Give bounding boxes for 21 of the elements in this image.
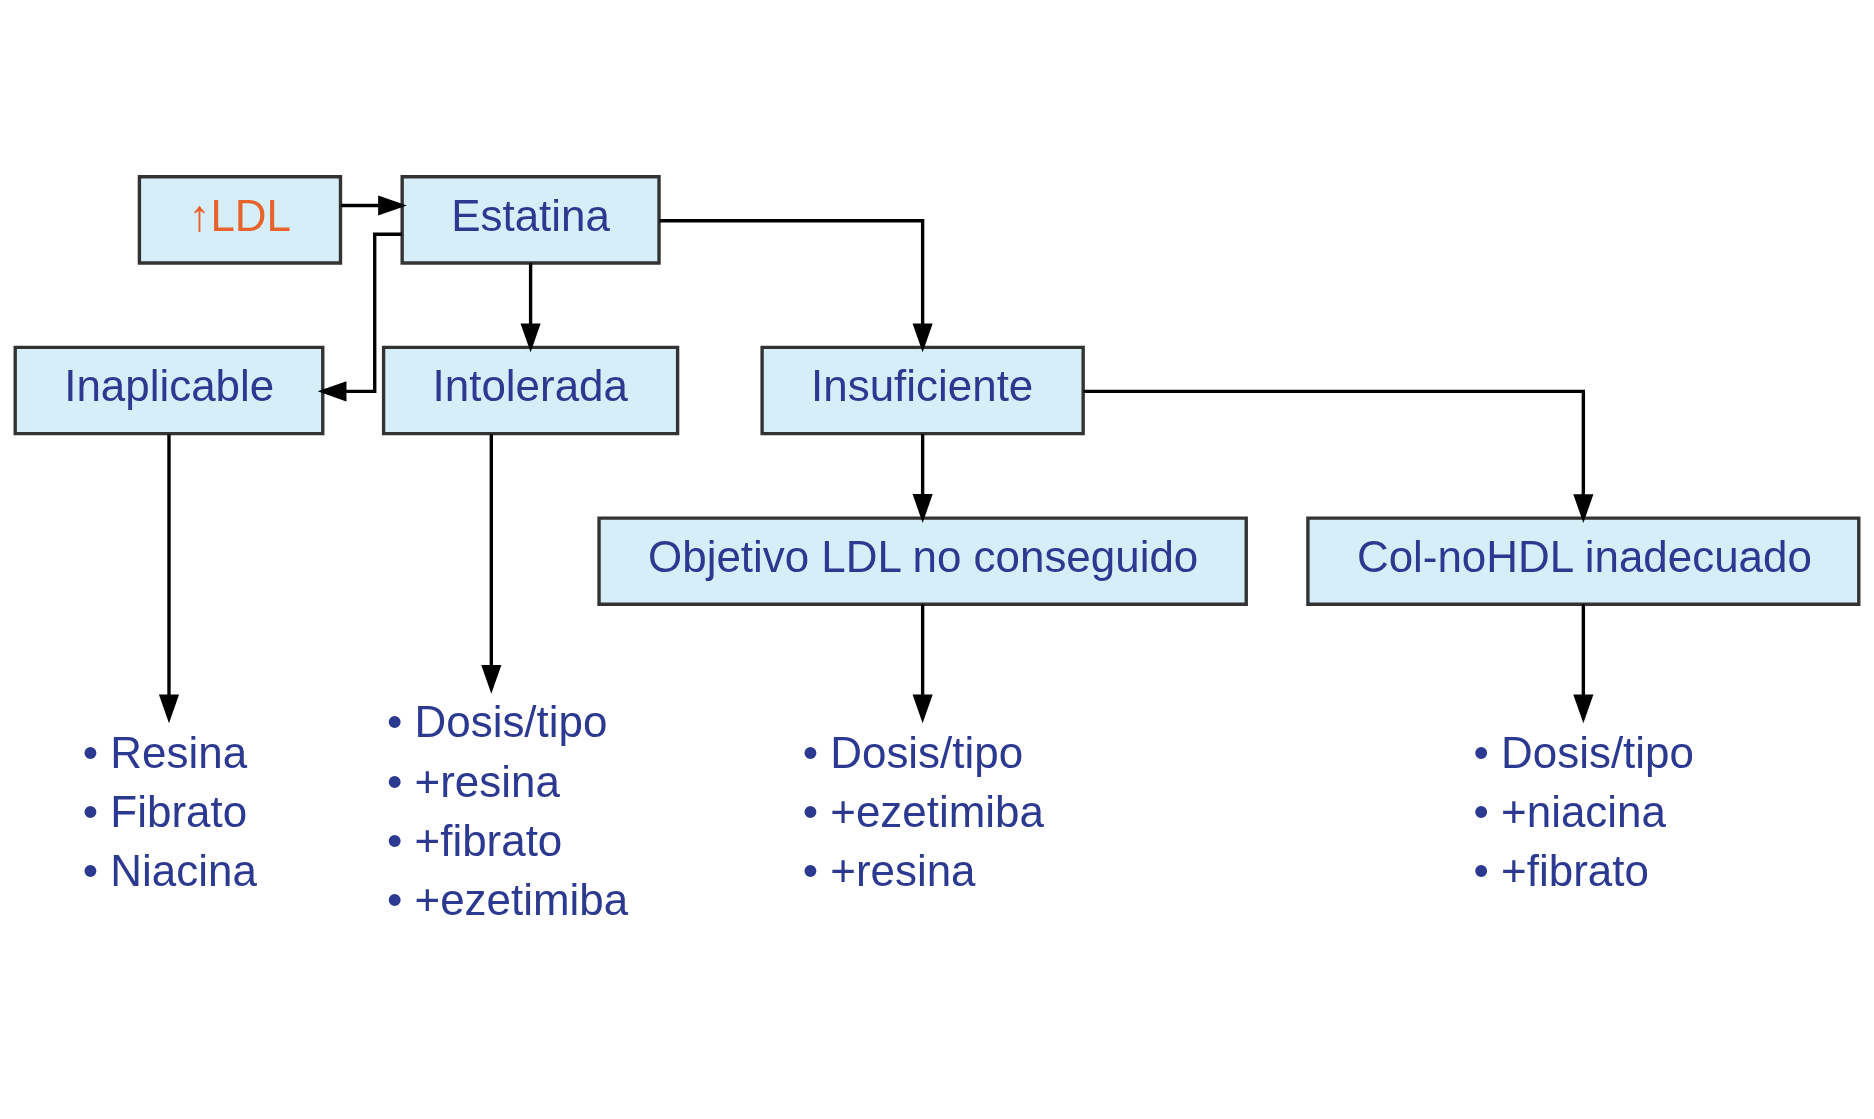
node-box: Insuficiente: [760, 345, 1085, 436]
arrow: [659, 219, 933, 353]
arrow: [1083, 389, 1594, 523]
arrow: [340, 195, 407, 216]
node-box: Inaplicable: [13, 345, 325, 436]
node-box: ↑LDL: [137, 175, 343, 265]
arrow: [481, 434, 502, 694]
node-box: Estatina: [400, 175, 661, 265]
arrow: [158, 434, 180, 724]
node-text: • Dosis/tipo • +ezetimiba • +resina: [802, 727, 1044, 896]
arrow: [317, 232, 402, 402]
arrow: [912, 604, 933, 724]
arrow: [1573, 604, 1594, 724]
arrow: [520, 263, 541, 353]
arrow: [912, 434, 933, 523]
node-text: • Resina • Fibrato • Niacina: [82, 727, 257, 896]
node-box: Intolerada: [381, 345, 680, 436]
node-text: • Dosis/tipo • +resina • +fibrato • +ezetimiba: [386, 697, 629, 924]
node-box: Objetivo LDL no conseguido: [597, 516, 1248, 606]
node-box: Col-noHDL inadecuado: [1306, 516, 1861, 606]
node-text: • Dosis/tipo • +niacina • +fibrato: [1473, 727, 1694, 896]
